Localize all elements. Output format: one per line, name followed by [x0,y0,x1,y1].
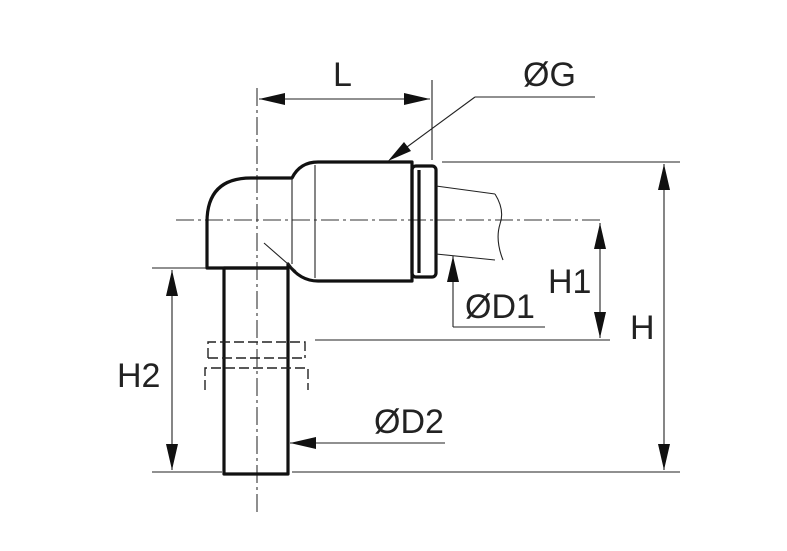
dimension-H: H [630,164,670,470]
tube-bottom-edge [435,253,496,261]
tube-break-line [494,193,504,261]
label-H1: H1 [548,263,591,301]
fitting-body [205,160,438,476]
label-G: ØG [523,56,576,94]
ghost-flange-bottom [204,367,309,390]
label-H2: H2 [117,357,160,395]
extension-lines [152,80,680,473]
inserted-tube [435,185,504,261]
dim-L-arrow-right [404,93,430,105]
label-D2: ØD2 [374,403,444,441]
dimension-L: L [259,56,430,105]
housing-diagonal [263,242,297,272]
dimension-D2: ØD2 [290,403,445,449]
elbow-housing [205,160,414,283]
label-H: H [630,309,655,347]
label-D1: ØD1 [465,288,535,326]
dim-H2-arrow-top [166,270,178,296]
tube-top-edge [435,185,496,195]
dim-H1-arrow-top [594,223,606,249]
dim-H-arrow-top [658,164,670,190]
ghost-flange-top [207,341,306,358]
dim-H2-arrow-bottom [166,444,178,470]
dim-H1-arrow-bottom [594,312,606,338]
dimension-H1: H1 [548,223,606,338]
dim-D2-arrow [290,437,316,449]
dimension-G: ØG [388,56,595,161]
dim-H-arrow-bottom [658,444,670,470]
dim-G-arrow [388,142,411,161]
dimension-H2: H2 [117,270,178,470]
center-lines [176,88,602,512]
dimension-D1: ØD1 [447,256,545,328]
mounting-ghost [204,341,309,390]
stem [222,266,290,476]
label-L: L [333,56,352,94]
collet-ring [410,164,438,279]
dim-D1-arrow [447,256,459,282]
dim-L-arrow-left [259,93,285,105]
